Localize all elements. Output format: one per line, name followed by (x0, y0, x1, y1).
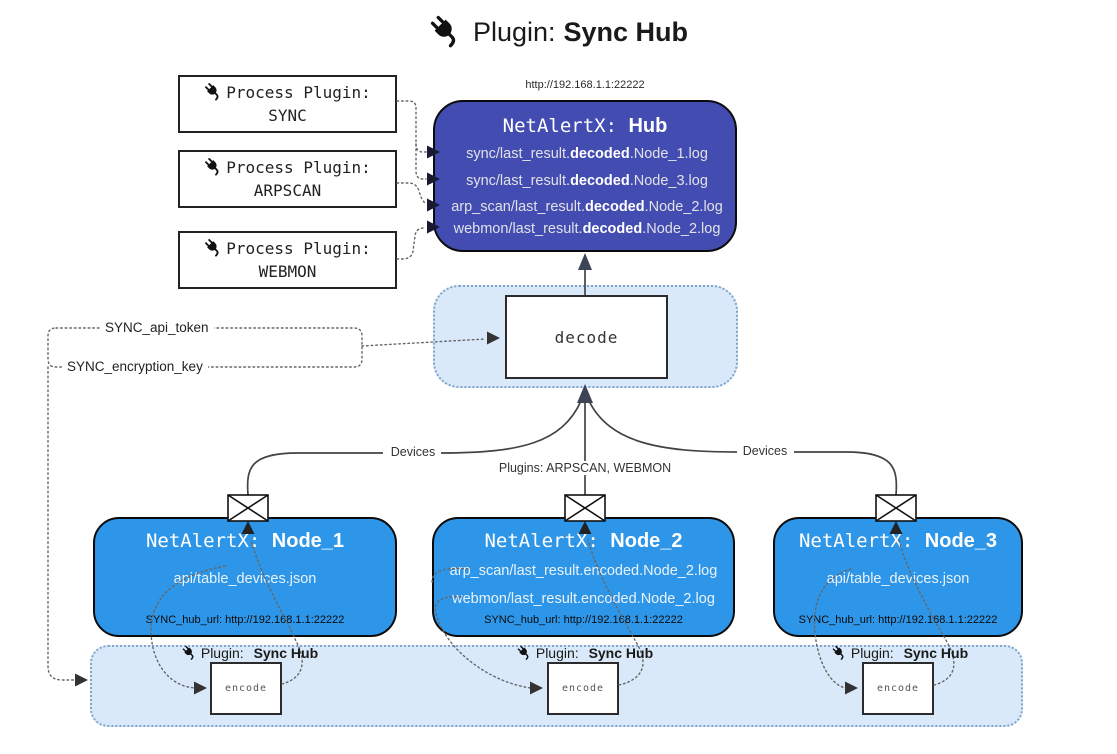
node-2-box: NetAlertX: Node_2 arp_scan/last_result.e… (432, 517, 735, 637)
node-title: NetAlertX: Node_1 (145, 530, 345, 552)
encode-label: encode (224, 683, 268, 694)
node-hub-url: SYNC_hub_url: http://192.168.1.1:22222 (798, 614, 998, 626)
hub-title-name: Hub (628, 115, 668, 137)
hub-log-entry: sync/last_result.decoded.Node_3.log (466, 173, 708, 189)
process-plugin-arpscan: Process Plugin: ARPSCAN (178, 150, 397, 208)
process-plugin-webmon: Process Plugin: WEBMON (178, 231, 397, 289)
panel-entry-arrowhead (75, 673, 88, 687)
node3-curve-a (794, 451, 898, 496)
sync-api-token-label: SYNC_api_token (100, 320, 214, 335)
node-hub-url: SYNC_hub_url: http://192.168.1.1:22222 (145, 614, 345, 626)
hub-box: NetAlertX: Hub sync/last_result.decoded.… (433, 100, 737, 252)
hub-log-entry: sync/last_result.decoded.Node_1.log (466, 146, 708, 162)
process-plugin-label: Process Plugin: (226, 157, 371, 177)
plug-icon (204, 238, 224, 258)
hub-log-entry: webmon/last_result.decoded.Node_2.log (453, 221, 721, 237)
encoder-label-2: Plugin: Sync Hub (517, 645, 653, 661)
node-3-box: NetAlertX: Node_3 api/table_devices.json… (773, 517, 1023, 637)
node-title: NetAlertX: Node_3 (798, 530, 998, 552)
process-plugin-label-row: Process Plugin: (204, 156, 371, 179)
encoder-label-3: Plugin: Sync Hub (832, 645, 968, 661)
process-plugin-label-row: Process Plugin: (204, 81, 371, 104)
hub-url-label: http://192.168.1.1:22222 (525, 79, 645, 91)
encode-box-3: encode (862, 662, 934, 715)
process-plugin-label-row: Process Plugin: (204, 237, 371, 260)
node-title: NetAlertX: Node_2 (484, 530, 683, 552)
hub-log-entry: arp_scan/last_result.decoded.Node_2.log (451, 199, 723, 215)
node-file: api/table_devices.json (173, 571, 317, 587)
node-file: arp_scan/last_result.encoded.Node_2.log (449, 563, 718, 579)
plug-icon (204, 82, 224, 102)
decode-label: decode (554, 327, 619, 347)
page-title: Plugin: Sync Hub (0, 14, 1117, 50)
plug-icon (182, 645, 198, 661)
plug-icon (832, 645, 848, 661)
sync-encryption-key-label: SYNC_encryption_key (62, 359, 208, 374)
process-to-hub-connectors (396, 100, 427, 260)
process-plugin-name: WEBMON (258, 262, 317, 281)
encode-label: encode (561, 683, 605, 694)
node-file: webmon/last_result.encoded.Node_2.log (452, 591, 715, 607)
process-plugin-label: Process Plugin: (226, 238, 371, 258)
encoder-label-1: Plugin: Sync Hub (182, 645, 318, 661)
node1-curve-a (246, 452, 383, 496)
encode-box-2: encode (547, 662, 619, 715)
page-title-label: Plugin: (472, 16, 556, 47)
decode-box: decode (505, 295, 668, 379)
process-plugin-sync: Process Plugin: SYNC (178, 75, 397, 133)
encode-label: encode (876, 683, 920, 694)
node-file: api/table_devices.json (826, 571, 970, 587)
process-plugin-name: ARPSCAN (253, 181, 322, 200)
hub-title: NetAlertX: Hub (435, 115, 735, 138)
edge-label-plugins-mid: Plugins: ARPSCAN, WEBMON (493, 461, 677, 475)
edge-label-devices-left: Devices (385, 445, 441, 459)
node1-curve-b (440, 400, 582, 454)
page-title-name: Sync Hub (563, 16, 689, 47)
process-plugin-name: SYNC (268, 106, 307, 125)
encode-box-1: encode (210, 662, 282, 715)
plug-icon (517, 645, 533, 661)
process-plugin-label: Process Plugin: (226, 82, 371, 102)
edge-label-devices-right: Devices (737, 444, 793, 458)
hub-title-label: NetAlertX: (502, 115, 618, 137)
decode-to-hub-arrowhead (578, 253, 592, 270)
node3-curve-b (588, 400, 738, 453)
plug-icon (429, 14, 465, 50)
node-hub-url: SYNC_hub_url: http://192.168.1.1:22222 (484, 614, 683, 626)
node-1-box: NetAlertX: Node_1 api/table_devices.json… (93, 517, 397, 637)
plug-icon (204, 157, 224, 177)
